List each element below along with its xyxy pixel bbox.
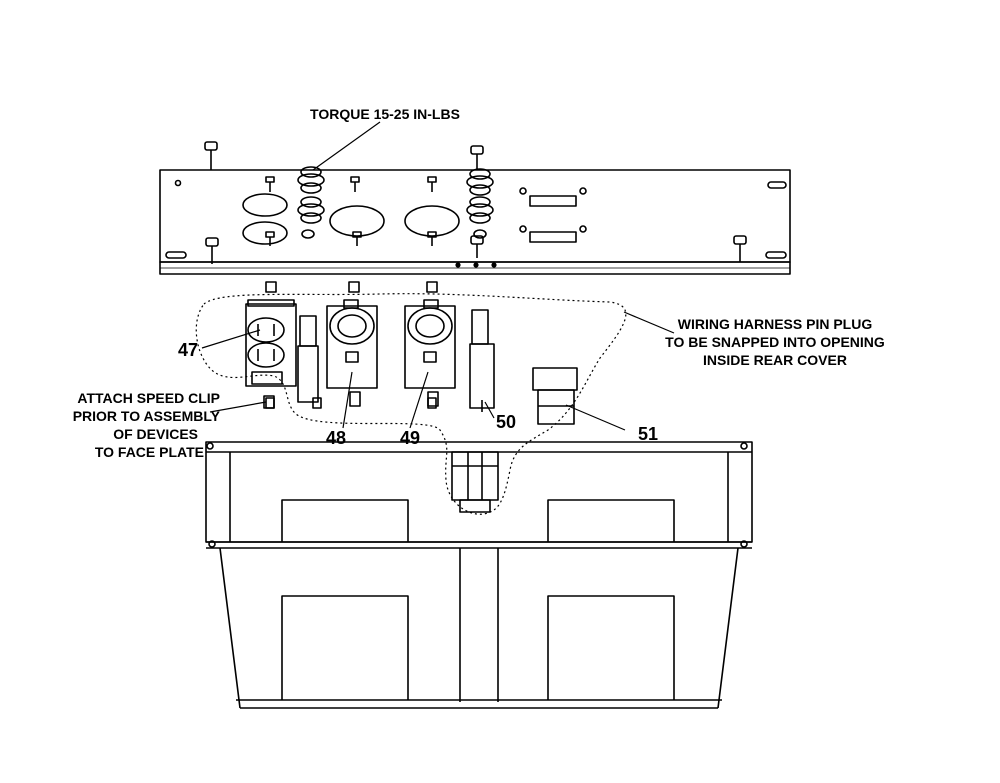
- mounting-tabs: [265, 281, 438, 293]
- harness-pin-plug: [451, 451, 499, 513]
- leader-lines: [201, 121, 675, 431]
- callout-51: 51: [638, 424, 659, 444]
- wiring-harness-outline: [195, 293, 627, 515]
- nut-washer-stacks: [297, 166, 494, 224]
- callout-49: 49: [400, 428, 421, 448]
- speed-clips: [265, 397, 437, 409]
- wiring-note-line-2: TO BE SNAPPED INTO OPENING: [665, 334, 885, 350]
- circuit-breaker-50: [469, 309, 495, 412]
- face-plate: [159, 169, 791, 275]
- speed-clip-note-line-1: ATTACH SPEED CLIP: [77, 390, 220, 406]
- speed-clip-note-line-3: OF DEVICES: [113, 426, 198, 442]
- torque-note: TORQUE 15-25 IN-LBS: [310, 106, 460, 122]
- rocker-switch-51: [532, 367, 578, 425]
- duplex-receptacle: [245, 299, 319, 409]
- speed-clip-note-line-4: TO FACE PLATE: [94, 444, 204, 460]
- rear-cover: [205, 441, 753, 709]
- wiring-note-line-3: INSIDE REAR COVER: [703, 352, 847, 368]
- callout-47: 47: [178, 340, 199, 360]
- twist-lock-receptacle-49: [404, 299, 456, 407]
- speed-clip-note-line-2: PRIOR TO ASSEMBLY: [72, 408, 220, 424]
- callout-50: 50: [496, 412, 517, 432]
- plate-screws: [204, 141, 747, 264]
- wiring-note-line-1: WIRING HARNESS PIN PLUG: [677, 316, 873, 332]
- callout-48: 48: [326, 428, 347, 448]
- twist-lock-receptacle-48: [326, 299, 378, 407]
